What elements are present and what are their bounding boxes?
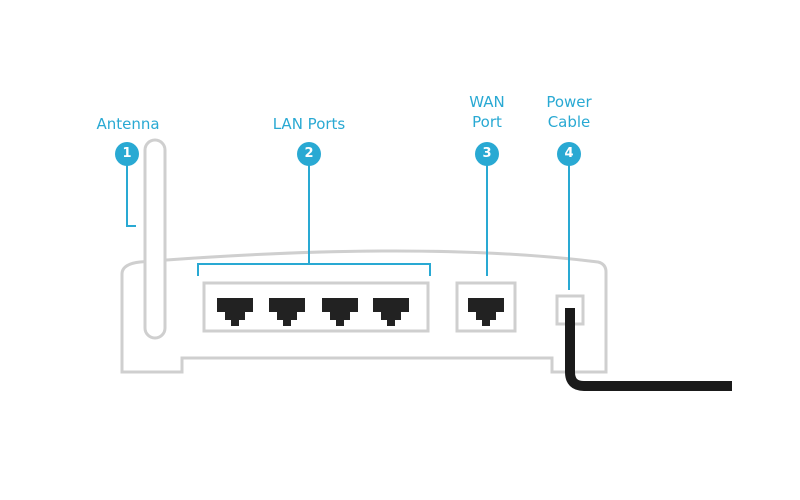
badge-3: 3 bbox=[475, 142, 499, 166]
wan-port bbox=[455, 281, 517, 333]
lan-port-icon bbox=[373, 298, 409, 326]
label-power-cable: Power Cable bbox=[536, 92, 602, 132]
label-wan-line2: Port bbox=[472, 113, 502, 131]
lan-bracket bbox=[197, 263, 431, 276]
label-power-line2: Cable bbox=[547, 113, 591, 131]
lan-port-icon bbox=[217, 298, 253, 326]
badge-4: 4 bbox=[557, 142, 581, 166]
label-wan-port: WAN Port bbox=[458, 92, 516, 132]
wan-port-icon bbox=[468, 298, 504, 326]
badge-2: 2 bbox=[297, 142, 321, 166]
lan-port-group bbox=[202, 281, 430, 333]
badge-1: 1 bbox=[115, 142, 139, 166]
label-lan-ports: LAN Ports bbox=[272, 115, 346, 133]
lan-port-icon bbox=[322, 298, 358, 326]
label-power-line1: Power bbox=[546, 93, 592, 111]
power-cable-icon bbox=[565, 308, 732, 391]
antenna-icon bbox=[143, 138, 167, 340]
label-wan-line1: WAN bbox=[469, 93, 505, 111]
lan-port-icon bbox=[269, 298, 305, 326]
label-antenna: Antenna bbox=[96, 115, 160, 133]
antenna-callout-line bbox=[126, 164, 136, 227]
